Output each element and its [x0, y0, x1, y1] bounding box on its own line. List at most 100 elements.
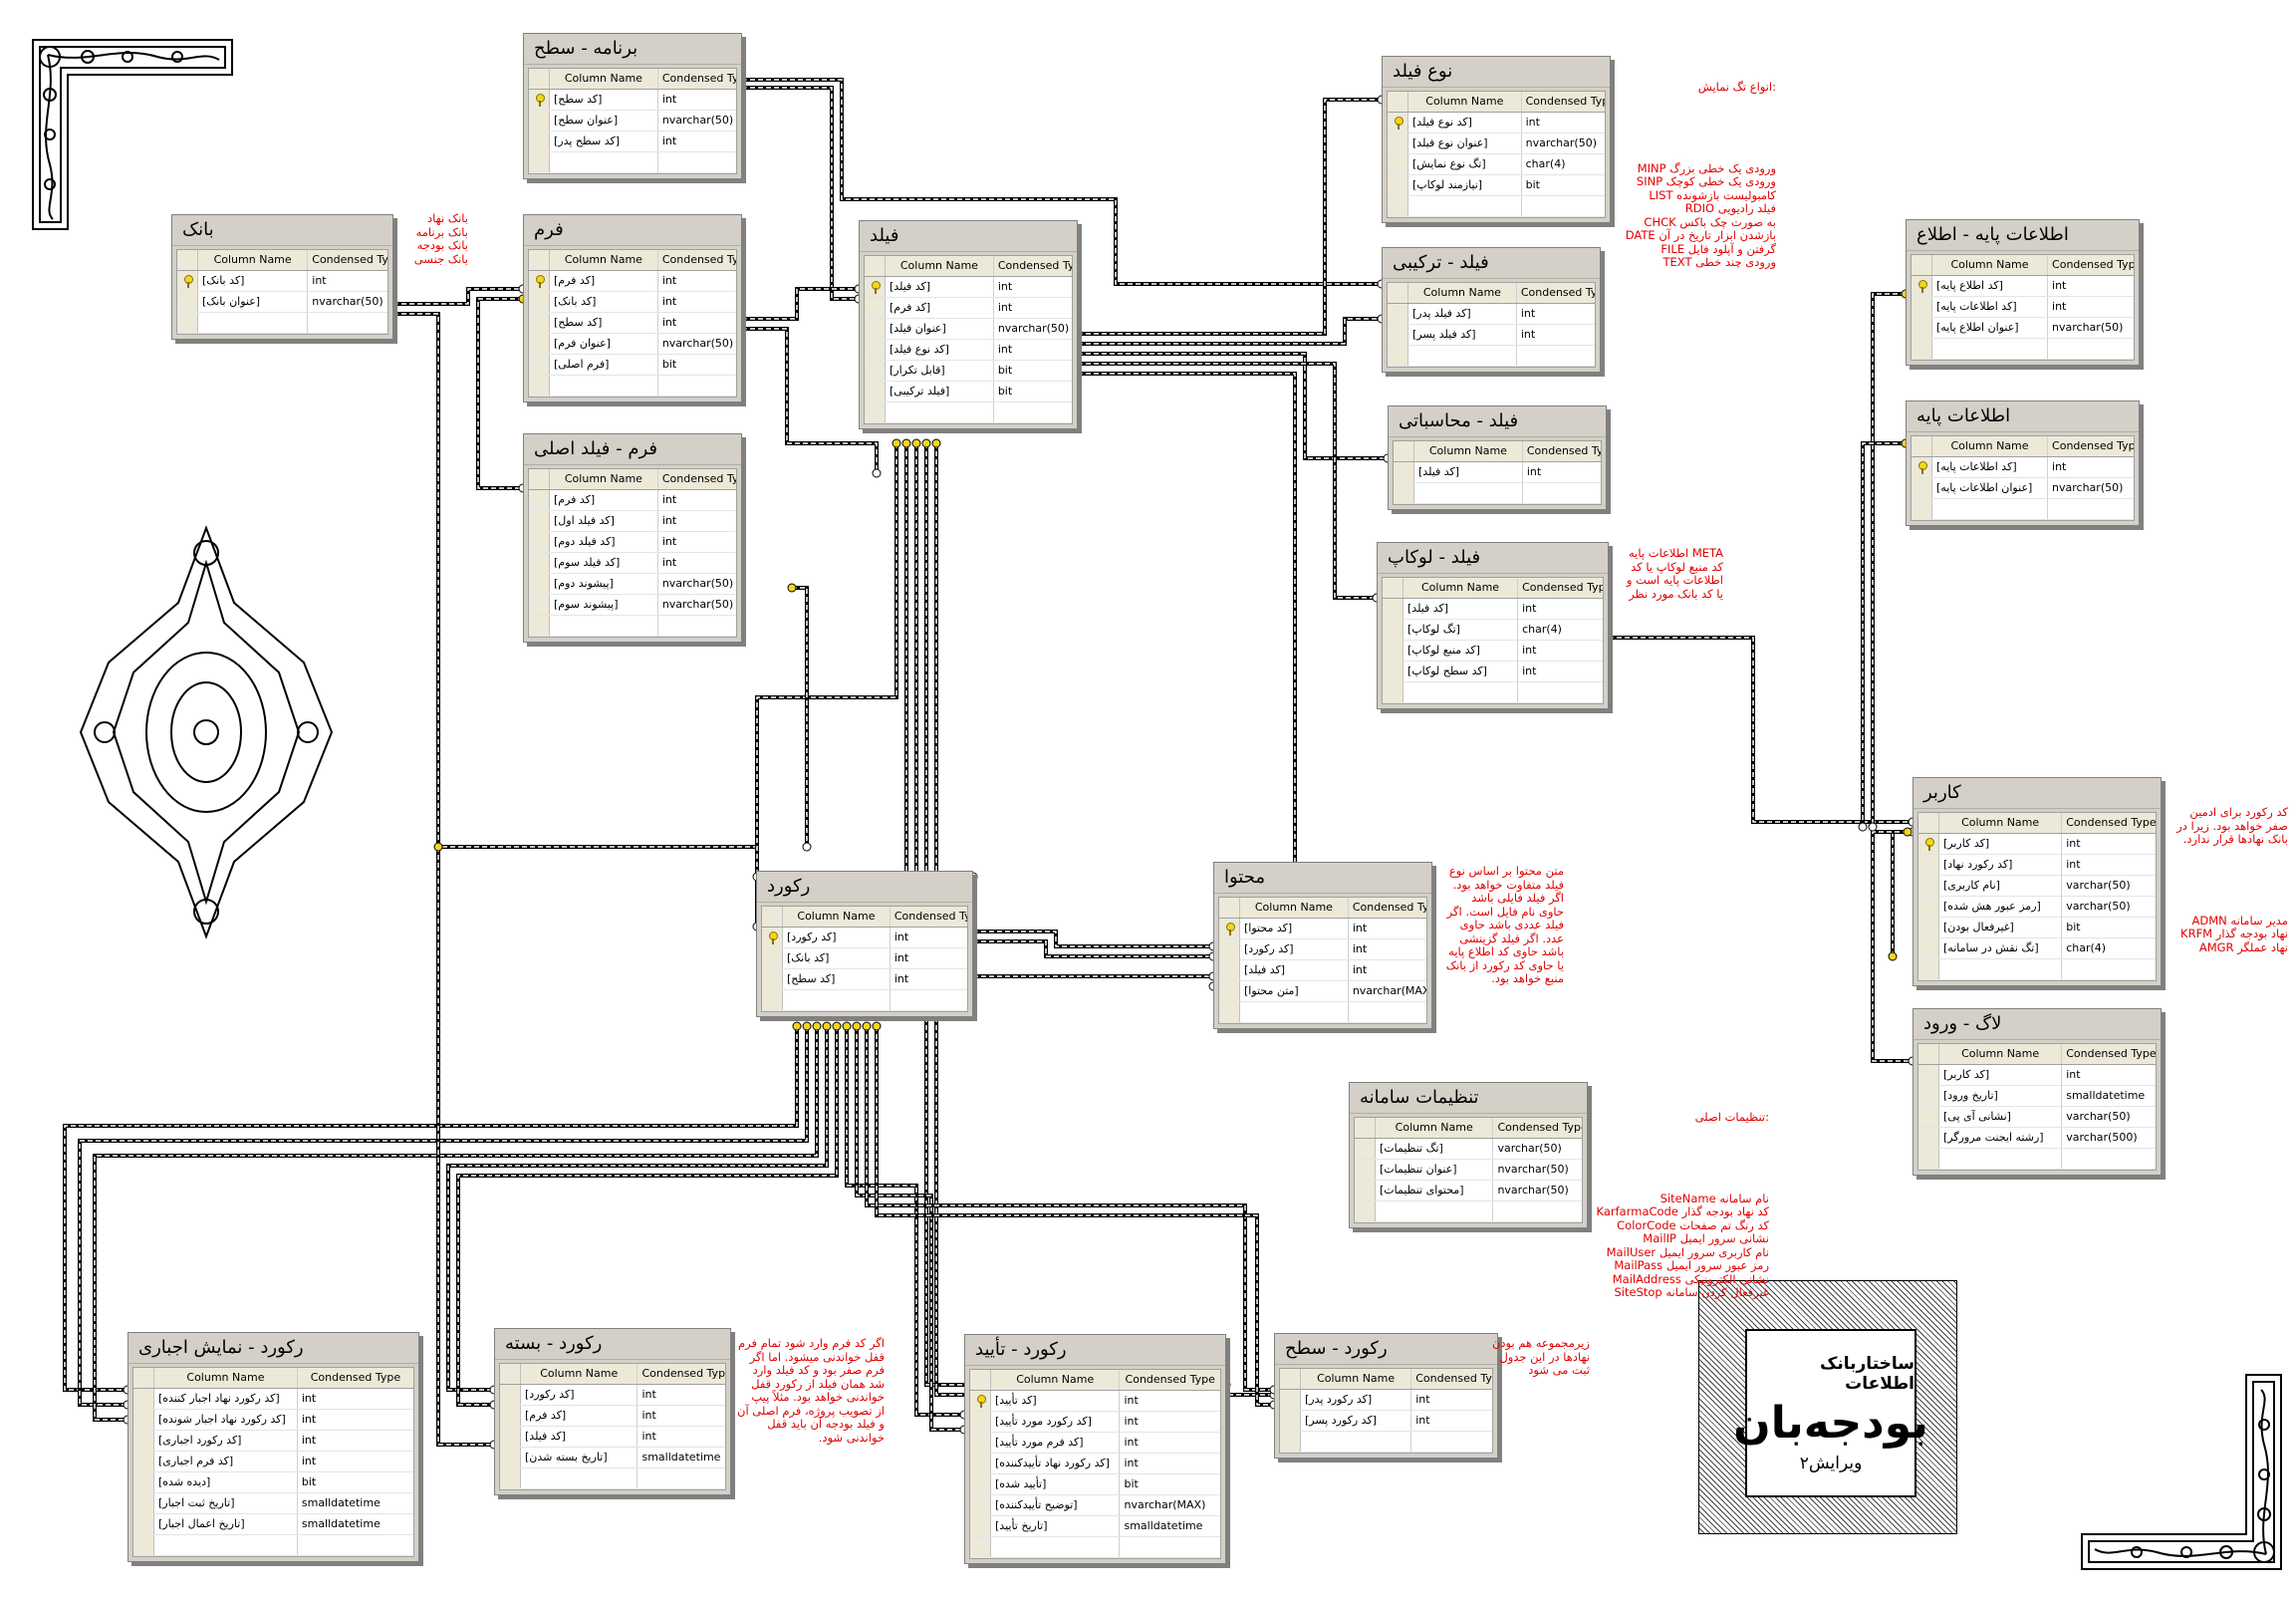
table-title[interactable]: تنظیمات سامانه — [1350, 1083, 1587, 1114]
column-row[interactable]: [عنوان تنظیمات]nvarchar(50) — [1355, 1160, 1582, 1181]
row-selector[interactable] — [529, 292, 550, 312]
row-selector[interactable] — [865, 361, 886, 381]
column-row[interactable]: [عنوان اطلاعات پایه]nvarchar(50) — [1912, 478, 2134, 499]
row-selector[interactable] — [1388, 304, 1408, 324]
row-selector[interactable] — [1383, 682, 1403, 702]
row-selector[interactable] — [970, 1433, 991, 1453]
row-selector[interactable] — [500, 1427, 521, 1447]
row-selector[interactable] — [1280, 1411, 1301, 1431]
row-selector[interactable] — [762, 969, 783, 989]
row-selector[interactable] — [865, 277, 886, 297]
column-row[interactable]: [کد رکورد نهاد]int — [1918, 855, 2156, 876]
empty-row[interactable] — [1918, 959, 2156, 980]
column-row[interactable]: [عنوان فیلد]nvarchar(50) — [865, 319, 1072, 340]
column-row[interactable]: [کد فرم اجباری]int — [133, 1452, 413, 1472]
row-selector[interactable] — [1918, 1107, 1939, 1127]
row-selector[interactable] — [1388, 175, 1408, 195]
table-title[interactable]: فیلد — [860, 221, 1077, 252]
column-row[interactable]: [عنوان اطلاع پایه]nvarchar(50) — [1912, 318, 2134, 339]
row-selector[interactable] — [529, 511, 550, 531]
column-row[interactable]: [عنوان فرم]nvarchar(50) — [529, 334, 736, 355]
column-row[interactable]: [کد فیلد]int — [500, 1427, 725, 1448]
table-title[interactable]: فرم — [524, 215, 741, 246]
column-row[interactable]: [تاریخ بسته شدن]smalldatetime — [500, 1448, 725, 1468]
column-row[interactable]: [کد فرم مورد تأیید]int — [970, 1433, 1220, 1454]
row-selector[interactable] — [529, 132, 550, 151]
column-row[interactable]: [کد رکورد نهاد اجبار کننده]int — [133, 1389, 413, 1410]
column-row[interactable]: [کد تأیید]int — [970, 1391, 1220, 1412]
column-row[interactable]: [کد اطلاعات پایه]int — [1912, 297, 2134, 318]
row-selector[interactable] — [1355, 1139, 1376, 1159]
column-row[interactable]: [کد نوع فیلد]int — [1388, 113, 1605, 133]
empty-row[interactable] — [177, 313, 387, 334]
row-selector[interactable] — [1355, 1160, 1376, 1180]
column-row[interactable]: [محتوای تنظیمات]nvarchar(50) — [1355, 1181, 1582, 1201]
row-selector[interactable] — [1918, 918, 1939, 937]
empty-row[interactable] — [1912, 339, 2134, 360]
row-selector[interactable] — [970, 1412, 991, 1432]
row-selector[interactable] — [133, 1389, 154, 1409]
column-row[interactable]: [غیرفعال بودن]bit — [1918, 918, 2156, 938]
column-row[interactable]: [کد رکورد اجباری]int — [133, 1431, 413, 1452]
table-title[interactable]: فرم - فیلد اصلی — [524, 434, 741, 465]
row-selector[interactable] — [1280, 1432, 1301, 1452]
column-row[interactable]: [کد اطلاعات پایه]int — [1912, 457, 2134, 478]
row-selector[interactable] — [762, 928, 783, 947]
table-title[interactable]: اطلاعات پایه — [1907, 401, 2139, 432]
column-row[interactable]: [کد فیلد]int — [1219, 960, 1426, 981]
row-selector[interactable] — [1388, 346, 1408, 366]
row-selector[interactable] — [529, 574, 550, 594]
row-selector[interactable] — [970, 1537, 991, 1557]
table-title[interactable]: رکورد - سطح — [1275, 1334, 1497, 1365]
column-row[interactable]: [کد رکورد مورد تأیید]int — [970, 1412, 1220, 1433]
column-row[interactable]: [رمز عبور هش شده]varchar(50) — [1918, 897, 2156, 918]
column-row[interactable]: [تاریخ ورود]smalldatetime — [1918, 1086, 2156, 1107]
row-selector[interactable] — [1280, 1390, 1301, 1410]
column-row[interactable]: [پیشوند دوم]nvarchar(50) — [529, 574, 736, 595]
row-selector[interactable] — [133, 1452, 154, 1471]
row-selector[interactable] — [529, 271, 550, 291]
empty-row[interactable] — [133, 1535, 413, 1556]
column-row[interactable]: [کد رکورد]int — [1219, 939, 1426, 960]
row-selector[interactable] — [1388, 113, 1408, 133]
row-selector[interactable] — [177, 292, 198, 312]
column-row[interactable]: [تگ نوع نمایش]char(4) — [1388, 154, 1605, 175]
column-row[interactable]: [کد سطح پدر]int — [529, 132, 736, 152]
row-selector[interactable] — [1918, 938, 1939, 958]
column-row[interactable]: [نیازمند لوکاپ]bit — [1388, 175, 1605, 196]
row-selector[interactable] — [529, 152, 550, 172]
row-selector[interactable] — [1918, 876, 1939, 896]
row-selector[interactable] — [1388, 133, 1408, 153]
row-selector[interactable] — [1383, 620, 1403, 640]
column-row[interactable]: [قابل تکرار]bit — [865, 361, 1072, 382]
column-row[interactable]: [کد فیلد پدر]int — [1388, 304, 1595, 325]
row-selector[interactable] — [970, 1454, 991, 1473]
row-selector[interactable] — [865, 382, 886, 401]
row-selector[interactable] — [500, 1448, 521, 1467]
row-selector[interactable] — [1912, 457, 1932, 477]
row-selector[interactable] — [1355, 1201, 1376, 1221]
column-row[interactable]: [عنوان سطح]nvarchar(50) — [529, 111, 736, 132]
table-title[interactable]: اطلاعات پایه - اطلاع — [1907, 220, 2139, 251]
row-selector[interactable] — [1918, 834, 1939, 854]
column-row[interactable]: [کد فیلد اول]int — [529, 511, 736, 532]
table-title[interactable]: رکورد — [757, 872, 972, 903]
row-selector[interactable] — [1918, 959, 1939, 979]
column-row[interactable]: [رشته ایجنت مرورگر]varchar(500) — [1918, 1128, 2156, 1149]
row-selector[interactable] — [1912, 318, 1932, 338]
row-selector[interactable] — [177, 271, 198, 291]
table-title[interactable]: کاربر — [1913, 778, 2161, 809]
row-selector[interactable] — [500, 1385, 521, 1405]
table-title[interactable]: برنامه - سطح — [524, 34, 741, 65]
row-selector[interactable] — [970, 1516, 991, 1536]
column-row[interactable]: [کد سطح لوکاپ]int — [1383, 662, 1603, 682]
row-selector[interactable] — [529, 313, 550, 333]
row-selector[interactable] — [133, 1493, 154, 1513]
row-selector[interactable] — [529, 90, 550, 110]
